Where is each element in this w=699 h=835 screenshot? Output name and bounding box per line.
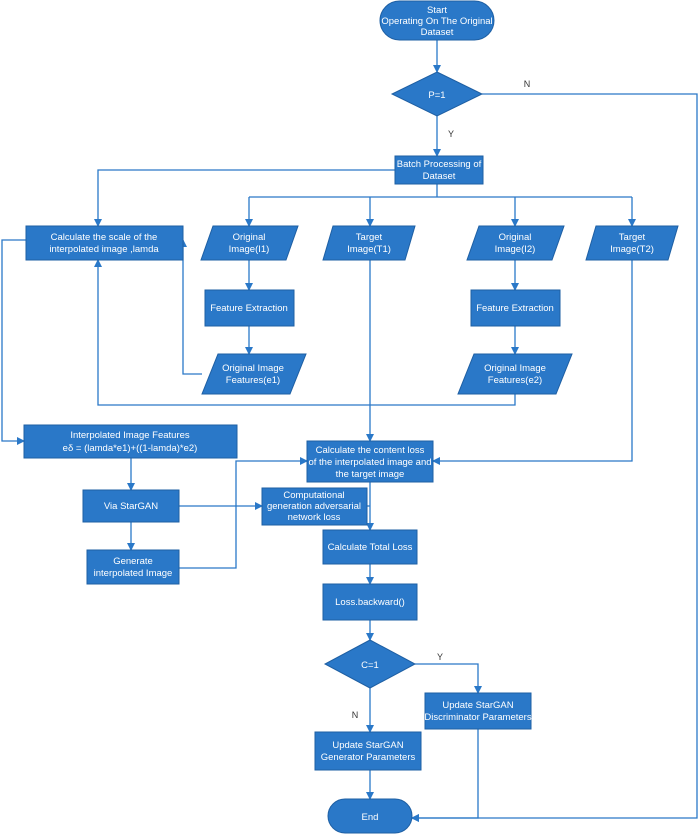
c-decision-label: C=1 — [361, 660, 379, 671]
orig-i2-label-line1: Original — [499, 232, 532, 243]
orig-feat2-label-line1: Original Image — [484, 363, 546, 374]
edge-label-p-no: N — [524, 79, 531, 89]
orig-feat1-label-line2: Features(e1) — [226, 375, 280, 386]
start-label-line1: Start — [427, 5, 447, 16]
orig-i2-label-line2: Image(I2) — [495, 244, 536, 255]
update-disc-label-line2: Discriminator Parameters — [424, 712, 531, 723]
orig-i1-label-line2: Image(I1) — [229, 244, 270, 255]
start-label-line3: Dataset — [421, 27, 454, 38]
edge-label-c-yes: Y — [437, 652, 443, 662]
via-stargan-label: Via StarGAN — [104, 501, 158, 512]
target-t1-label-line2: Image(T1) — [347, 244, 391, 255]
update-gen-node: Update StarGAN Generator Parameters — [314, 731, 422, 771]
feat1-label: Feature Extraction — [210, 303, 288, 314]
calc-scale-node: Calculate the scale of the interpolated … — [25, 225, 184, 261]
edge-batch-branch — [249, 184, 632, 198]
content-loss-label-line1: Calculate the content loss — [316, 445, 425, 456]
orig-feat1-node: Original Image Features(e1) — [201, 353, 307, 395]
target-t2-label-line1: Target — [619, 232, 646, 243]
c-decision-node: C=1 — [323, 639, 417, 689]
edge-label-c-no: N — [352, 710, 359, 720]
edge-calc-scale-to-interp — [1, 239, 26, 445]
calc-scale-label-line1: Calculate the scale of the — [51, 232, 158, 243]
generate-label-line2: interpolated Image — [94, 568, 173, 579]
end-node: End — [327, 798, 413, 834]
feat2-label: Feature Extraction — [476, 303, 554, 314]
update-disc-node: Update StarGAN Discriminator Parameters — [424, 692, 532, 730]
update-gen-label-line2: Generator Parameters — [321, 752, 416, 763]
backward-node: Loss.backward() — [322, 583, 418, 621]
orig-i1-label-line1: Original — [233, 232, 266, 243]
orig-feat1-label-line1: Original Image — [222, 363, 284, 374]
target-t2-node: Target Image(T2) — [585, 225, 679, 261]
adv-loss-label-line2: generation adversarial — [267, 501, 361, 512]
interp-feat-node: Interpolated Image Features eδ = (lamda*… — [23, 424, 238, 459]
adv-loss-node: Computational generation adversarial net… — [261, 487, 368, 526]
update-disc-label-line1: Update StarGAN — [442, 700, 513, 711]
interp-feat-formula: eδ = (lamda*e1)+((1-lamda)*e2) — [63, 443, 198, 454]
edges — [1, 40, 698, 822]
batch-label-line1: Batch Processing of — [397, 159, 482, 170]
target-t1-label-line1: Target — [356, 232, 383, 243]
start-label-line2: Operating On The Original — [381, 16, 492, 27]
interp-feat-label-line1: Interpolated Image Features — [70, 430, 190, 441]
orig-i1-node: Original Image(I1) — [200, 225, 299, 261]
calc-scale-label-line2: interpolated image ,lamda — [49, 244, 159, 255]
backward-label: Loss.backward() — [335, 597, 405, 608]
edge-batch-to-calc-scale — [94, 169, 395, 227]
target-t2-label-line2: Image(T2) — [610, 244, 654, 255]
edge-p-no — [411, 93, 698, 822]
target-t1-node: Target Image(T1) — [322, 225, 416, 261]
edge-labels: N Y Y N — [352, 79, 531, 720]
orig-feat2-node: Original Image Features(e2) — [457, 353, 573, 395]
end-label: End — [362, 812, 379, 823]
batch-label-line2: Dataset — [423, 171, 456, 182]
edge-c-yes — [415, 663, 482, 694]
p-decision-node: P=1 — [390, 71, 484, 117]
generate-node: Generate interpolated Image — [86, 549, 180, 585]
content-loss-label-line2: of the interpolated image and — [308, 457, 431, 468]
edge-generate-to-content-loss — [179, 457, 308, 569]
nodes: Start Operating On The Original Dataset … — [23, 0, 679, 834]
via-stargan-node: Via StarGAN — [82, 489, 180, 523]
generate-label-line1: Generate — [113, 556, 153, 567]
feat1-node: Feature Extraction — [204, 289, 295, 327]
p-decision-label: P=1 — [428, 90, 445, 101]
edge-t2-to-content-loss — [432, 260, 633, 465]
update-gen-label-line1: Update StarGAN — [332, 740, 403, 751]
start-node: Start Operating On The Original Dataset — [379, 0, 495, 41]
orig-feat2-label-line2: Features(e2) — [488, 375, 542, 386]
adv-loss-label-line3: network loss — [288, 512, 341, 523]
content-loss-node: Calculate the content loss of the interp… — [306, 440, 434, 483]
adv-loss-label-line1: Computational — [283, 490, 344, 501]
total-loss-label: Calculate Total Loss — [328, 542, 413, 553]
edge-origfeat2-to-calc-scale — [94, 259, 516, 406]
edge-origfeat1-to-calc-scale — [179, 239, 202, 375]
edge-disc-to-end — [411, 729, 479, 822]
total-loss-node: Calculate Total Loss — [322, 529, 418, 565]
feat2-node: Feature Extraction — [470, 289, 561, 327]
edge-label-p-yes: Y — [448, 129, 454, 139]
content-loss-label-line3: the target image — [336, 469, 405, 480]
batch-node: Batch Processing of Dataset — [394, 155, 484, 185]
orig-i2-node: Original Image(I2) — [466, 225, 565, 261]
